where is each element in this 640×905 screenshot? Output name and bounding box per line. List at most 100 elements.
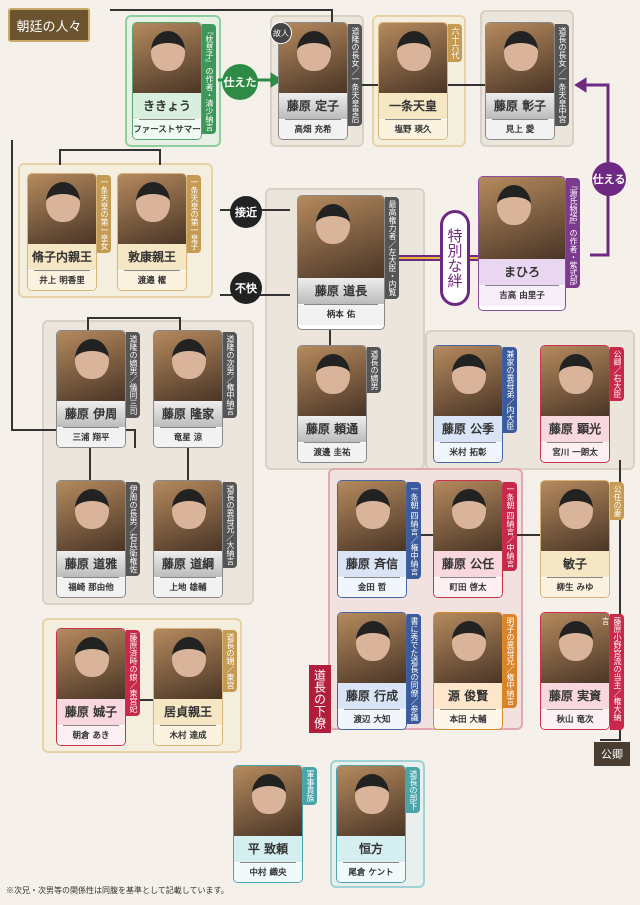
divider: [440, 709, 496, 710]
character-name: 一条天皇: [379, 93, 447, 119]
character-card-shushi[interactable]: 脩子内親王 井上 明香里 一条天皇の第一皇女: [27, 173, 113, 291]
character-name: 藤原 彰子: [486, 93, 554, 119]
character-card-ichijo[interactable]: 一条天皇 塩野 瑛久 六十六代: [378, 22, 464, 140]
actor-name: 渡邉 櫂: [118, 271, 186, 290]
character-name: 脩子内親王: [28, 244, 96, 270]
actor-name: 三浦 翔平: [57, 428, 125, 447]
character-card-michimasa[interactable]: 藤原 道雅 福崎 那由他 伊周の長男／右兵衛権佐: [56, 480, 142, 598]
character-name: 藤原 公季: [434, 416, 502, 442]
character-name: 藤原 斉信: [338, 551, 406, 577]
actor-name: 木村 達成: [154, 726, 222, 745]
character-card-toshikata[interactable]: 源 俊賢 本田 大輔 明子の異母兄／権中納言: [433, 612, 519, 730]
portrait-photo: [298, 346, 366, 416]
portrait-photo: [379, 23, 447, 93]
character-card-takaie[interactable]: 藤原 隆家 竜星 涼 道隆の次男／権中納言: [153, 330, 239, 448]
divider: [440, 442, 496, 443]
character-card-mahiro[interactable]: まひろ 吉高 由里子 『源氏物語』の作者・紫式部: [478, 176, 584, 311]
actor-name: 秋山 竜次: [541, 710, 609, 729]
character-role: 伊周の長男／右兵衛権佐: [126, 482, 140, 576]
card-body: 藤原 公任 町田 啓太: [433, 480, 503, 598]
divider: [485, 285, 559, 286]
character-name: 藤原 実資: [541, 683, 609, 709]
character-card-teishi[interactable]: 藤原 定子 高畑 充希 道隆の長女／一条天皇皇后: [278, 22, 364, 140]
divider: [344, 709, 400, 710]
actor-name: 米村 拓彰: [434, 443, 502, 462]
card-body: 源 俊賢 本田 大輔: [433, 612, 503, 730]
character-name: 恒方: [337, 836, 405, 862]
actor-name: 高畑 充希: [279, 120, 347, 139]
card-body: 藤原 隆家 竜星 涼: [153, 330, 223, 448]
portrait-photo: [57, 481, 125, 551]
actor-name: 尾倉 ケント: [337, 863, 405, 882]
divider: [344, 577, 400, 578]
character-card-atsuyasu[interactable]: 敦康親王 渡邉 櫂 一条天皇の第一皇子: [117, 173, 203, 291]
divider: [285, 119, 341, 120]
portrait-photo: [337, 766, 405, 836]
character-role: 公卿／右大臣: [610, 347, 624, 401]
character-card-shoshi[interactable]: 藤原 彰子 見上 愛 道長の長女／一条天皇中宮: [485, 22, 571, 140]
line: [600, 460, 621, 741]
character-name: 藤原 道雅: [57, 551, 125, 577]
character-card-kikyo[interactable]: ききょう ファーストサマーウイカ 『枕草子』の作者・清少納言: [132, 22, 218, 140]
character-name: 藤原 定子: [279, 93, 347, 119]
card-body: 藤原 彰子 見上 愛: [485, 22, 555, 140]
divider: [547, 442, 603, 443]
character-name: 藤原 顕光: [541, 416, 609, 442]
portrait-photo: [133, 23, 201, 93]
card-body: 藤原 顕光 宮川 一朗太: [540, 345, 610, 463]
card-body: 藤原 頼通 渡邊 圭祐: [297, 345, 367, 463]
portrait-photo: [28, 174, 96, 244]
card-body: 藤原 斉信 金田 哲: [337, 480, 407, 598]
character-card-yukinari[interactable]: 藤原 行成 渡辺 大知 書に秀でた道長の同僚／参議: [337, 612, 423, 730]
character-name: 藤原 行成: [338, 683, 406, 709]
kugyo-label: 公卿: [594, 742, 630, 766]
line: [59, 149, 161, 165]
divider: [343, 862, 399, 863]
character-card-kinsue[interactable]: 藤原 公季 米村 拓彰 兼家の異母弟／内大臣: [433, 345, 519, 463]
portrait-photo: [434, 346, 502, 416]
actor-name: ファーストサマーウイカ: [133, 120, 201, 139]
character-card-binshi[interactable]: 敏子 柳生 みゆ 公任の妻: [540, 480, 626, 598]
divider: [440, 577, 496, 578]
actor-name: 竜星 涼: [154, 428, 222, 447]
card-body: 敏子 柳生 みゆ: [540, 480, 610, 598]
character-card-tsunekata[interactable]: 恒方 尾倉 ケント 道長の部下: [336, 765, 422, 883]
character-card-atsuakira[interactable]: 居貞親王 木村 達成 道長の甥／東宮: [153, 628, 239, 746]
actor-name: 町田 啓太: [434, 578, 502, 597]
character-role: 藤原小野宮流の当主／権大納言: [601, 614, 624, 730]
character-card-sanesuke[interactable]: 藤原 実資 秋山 竜次 藤原小野宮流の当主／権大納言: [540, 612, 626, 730]
character-card-kinto[interactable]: 藤原 公任 町田 啓太 一条朝 四納言／中納言: [433, 480, 519, 598]
portrait-photo: [434, 613, 502, 683]
character-card-seishi[interactable]: 藤原 娍子 朝倉 あき 藤原済時の娘／東宮妃: [56, 628, 142, 746]
portrait-photo: [154, 629, 222, 699]
character-role: 道長の長女／一条天皇中宮: [555, 24, 569, 126]
actor-name: 柄本 佑: [298, 305, 384, 325]
character-role: 道隆の嫡男／儀同三司: [126, 332, 140, 418]
divider: [63, 725, 119, 726]
character-role: 兼家の異母弟／内大臣: [503, 347, 517, 433]
card-body: 脩子内親王 井上 明香里: [27, 173, 97, 291]
actor-name: 中村 織央: [234, 863, 302, 882]
divider: [160, 725, 216, 726]
character-card-yorimichi[interactable]: 藤原 頼通 渡邊 圭祐 道長の嫡男: [297, 345, 383, 463]
card-body: 一条天皇 塩野 瑛久: [378, 22, 448, 140]
portrait-photo: [298, 196, 384, 278]
character-card-korechika[interactable]: 藤原 伊周 三浦 翔平 道隆の嫡男／儀同三司: [56, 330, 142, 448]
divider: [547, 577, 603, 578]
character-name: 平 致頼: [234, 836, 302, 862]
character-card-akimitsu[interactable]: 藤原 顕光 宮川 一朗太 公卿／右大臣: [540, 345, 626, 463]
card-body: 藤原 道長 柄本 佑: [297, 195, 385, 330]
character-card-tadanobu[interactable]: 藤原 斉信 金田 哲 一条朝 四納言／権中納言: [337, 480, 423, 598]
actor-name: 渡邊 圭祐: [298, 443, 366, 462]
portrait-photo: [479, 177, 565, 259]
character-card-munetaka[interactable]: 平 致頼 中村 織央 軍事貴族: [233, 765, 319, 883]
character-name: 藤原 道綱: [154, 551, 222, 577]
divider: [160, 577, 216, 578]
character-role: 道長の部下: [406, 767, 420, 813]
portrait-photo: [234, 766, 302, 836]
character-card-michinaga[interactable]: 藤原 道長 柄本 佑 最高権力者／左大臣・内覧: [297, 195, 403, 330]
character-card-michitsuna[interactable]: 藤原 道綱 上地 雄輔 道長の異母兄／大納言: [153, 480, 239, 598]
character-name: 敦康親王: [118, 244, 186, 270]
actor-name: 福崎 那由他: [57, 578, 125, 597]
character-name: 藤原 娍子: [57, 699, 125, 725]
